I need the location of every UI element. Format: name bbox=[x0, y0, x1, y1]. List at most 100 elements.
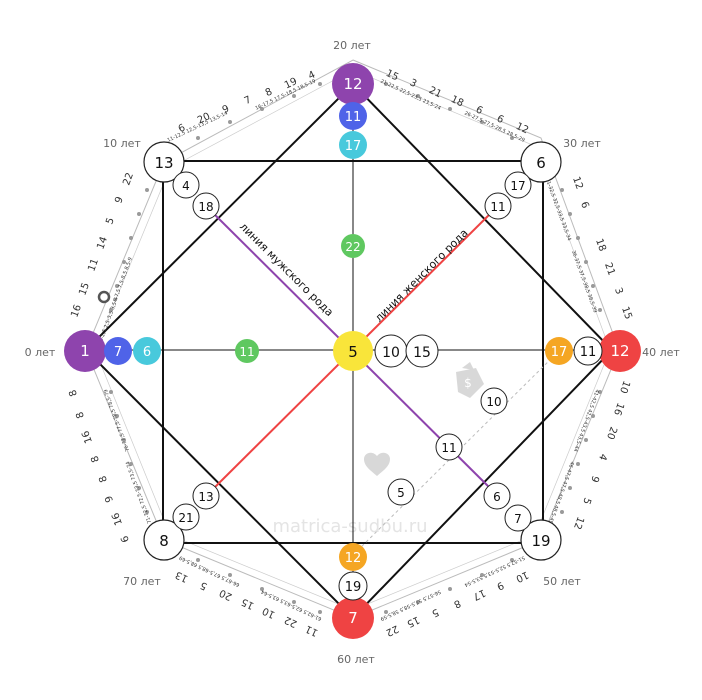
node-br-6: 6 bbox=[483, 482, 511, 510]
svg-text:1: 1 bbox=[80, 342, 90, 360]
svg-text:10: 10 bbox=[486, 395, 501, 409]
node-br-7: 7 bbox=[504, 504, 532, 532]
svg-text:7: 7 bbox=[514, 512, 522, 526]
ring-number: 17 bbox=[471, 587, 487, 602]
node-left-blue: 7 bbox=[104, 337, 132, 365]
node-tl-big: 13 bbox=[143, 141, 185, 183]
ring-number: 15 bbox=[405, 614, 421, 629]
svg-text:7: 7 bbox=[348, 609, 358, 627]
node-bl-13: 13 bbox=[192, 482, 220, 510]
node-tr-17: 17 bbox=[504, 171, 532, 199]
age-label-30: 30 лет bbox=[563, 137, 601, 150]
node-tl-4: 4 bbox=[172, 171, 200, 199]
ring-number: 7 bbox=[243, 94, 253, 107]
svg-text:$: $ bbox=[464, 376, 472, 390]
node-bottom-big: 7 bbox=[332, 597, 374, 639]
ring-number: 8 bbox=[452, 597, 462, 610]
svg-text:6: 6 bbox=[536, 154, 546, 172]
ring-number: 4 bbox=[596, 452, 609, 462]
age-range-label: 46-47,5 47,5-48,5 48,5-49 bbox=[547, 460, 575, 524]
node-top-green: 22 bbox=[341, 234, 365, 258]
ring-number: 19 bbox=[283, 76, 299, 91]
svg-text:13: 13 bbox=[198, 490, 213, 504]
ring-number: 6 bbox=[177, 122, 187, 135]
age-label-60: 60 лет bbox=[337, 653, 375, 666]
node-bottom-19: 19 bbox=[338, 571, 368, 601]
ring-number: 16 bbox=[69, 303, 84, 319]
svg-text:12: 12 bbox=[343, 75, 362, 93]
ring-number: 13 bbox=[174, 569, 190, 584]
svg-text:15: 15 bbox=[413, 345, 431, 361]
ring-number: 21 bbox=[427, 85, 443, 100]
ring-number: 20 bbox=[604, 425, 619, 441]
svg-text:5: 5 bbox=[397, 486, 405, 500]
svg-text:18: 18 bbox=[198, 200, 213, 214]
svg-text:13: 13 bbox=[154, 154, 173, 172]
ring-number: 8 bbox=[89, 454, 102, 464]
svg-text:17: 17 bbox=[345, 139, 362, 154]
ring-number: 9 bbox=[495, 579, 505, 592]
node-top-cyan: 17 bbox=[339, 131, 367, 159]
svg-text:6: 6 bbox=[493, 490, 501, 504]
svg-text:11: 11 bbox=[239, 345, 254, 359]
ring-number: 16 bbox=[110, 511, 125, 527]
node-left-green: 11 bbox=[235, 339, 259, 363]
node-center: 5 bbox=[333, 331, 373, 371]
svg-text:11: 11 bbox=[345, 110, 362, 125]
node-tr-11: 11 bbox=[484, 192, 512, 220]
node-tl-18: 18 bbox=[192, 192, 220, 220]
svg-text:12: 12 bbox=[345, 551, 362, 566]
node-right-orange: 17 bbox=[545, 337, 573, 365]
node-tr-big: 6 bbox=[520, 141, 562, 183]
ring-number: 9 bbox=[588, 474, 601, 484]
node-br-10: 10 bbox=[480, 387, 508, 415]
svg-text:5: 5 bbox=[348, 343, 358, 361]
svg-text:6: 6 bbox=[143, 345, 151, 360]
ring-number: 8 bbox=[97, 474, 110, 484]
ring-number: 15 bbox=[384, 68, 400, 83]
svg-text:19: 19 bbox=[345, 580, 362, 595]
ring-number: 15 bbox=[619, 305, 634, 321]
money-bag-icon: $ bbox=[456, 362, 484, 398]
ring-number: 9 bbox=[221, 103, 231, 116]
female-line-label: линия женского рода bbox=[372, 226, 470, 324]
svg-text:22: 22 bbox=[345, 240, 360, 254]
ring-number: 3 bbox=[408, 77, 418, 90]
ring-number: 15 bbox=[240, 596, 256, 611]
ring-number: 5 bbox=[580, 496, 593, 506]
age-label-50: 50 лет bbox=[543, 575, 581, 588]
ring-number: 22 bbox=[283, 614, 299, 629]
ring-number: 12 bbox=[571, 515, 586, 531]
ring-number: 3 bbox=[612, 286, 625, 296]
svg-text:21: 21 bbox=[178, 511, 193, 525]
ring-number: 15 bbox=[77, 281, 92, 297]
node-bottom-orange: 12 bbox=[339, 543, 367, 571]
ring-number: 20 bbox=[196, 111, 212, 126]
heart-icon bbox=[364, 452, 390, 476]
ring-number: 8 bbox=[264, 86, 274, 99]
svg-text:17: 17 bbox=[510, 179, 525, 193]
node-top-blue: 11 bbox=[339, 102, 367, 130]
ring-number: 6 bbox=[495, 113, 505, 126]
svg-text:11: 11 bbox=[441, 441, 456, 455]
age-label-70: 70 лет bbox=[123, 575, 161, 588]
age-label-40: 40 лет bbox=[642, 346, 680, 359]
node-right-11: 11 bbox=[573, 336, 603, 366]
ring-number: 9 bbox=[113, 195, 126, 205]
ring-number: 8 bbox=[74, 410, 87, 420]
ring-number: 5 bbox=[199, 579, 209, 592]
ring-number: 5 bbox=[104, 216, 117, 226]
svg-text:11: 11 bbox=[490, 200, 505, 214]
ring-number: 10 bbox=[514, 569, 530, 584]
ring-number: 6 bbox=[119, 534, 132, 544]
node-top-big: 12 bbox=[332, 63, 374, 105]
ring-number: 14 bbox=[95, 235, 110, 251]
age-label-10: 10 лет bbox=[103, 137, 141, 150]
ring-number: 10 bbox=[617, 379, 632, 395]
male-line-label: линия мужского рода bbox=[237, 220, 336, 319]
watermark-text: matrica-sudbu.ru bbox=[272, 516, 427, 537]
age-range-label: 76-77,5 77,5-78,5 78,5-79 bbox=[103, 388, 131, 452]
svg-text:7: 7 bbox=[114, 345, 122, 360]
